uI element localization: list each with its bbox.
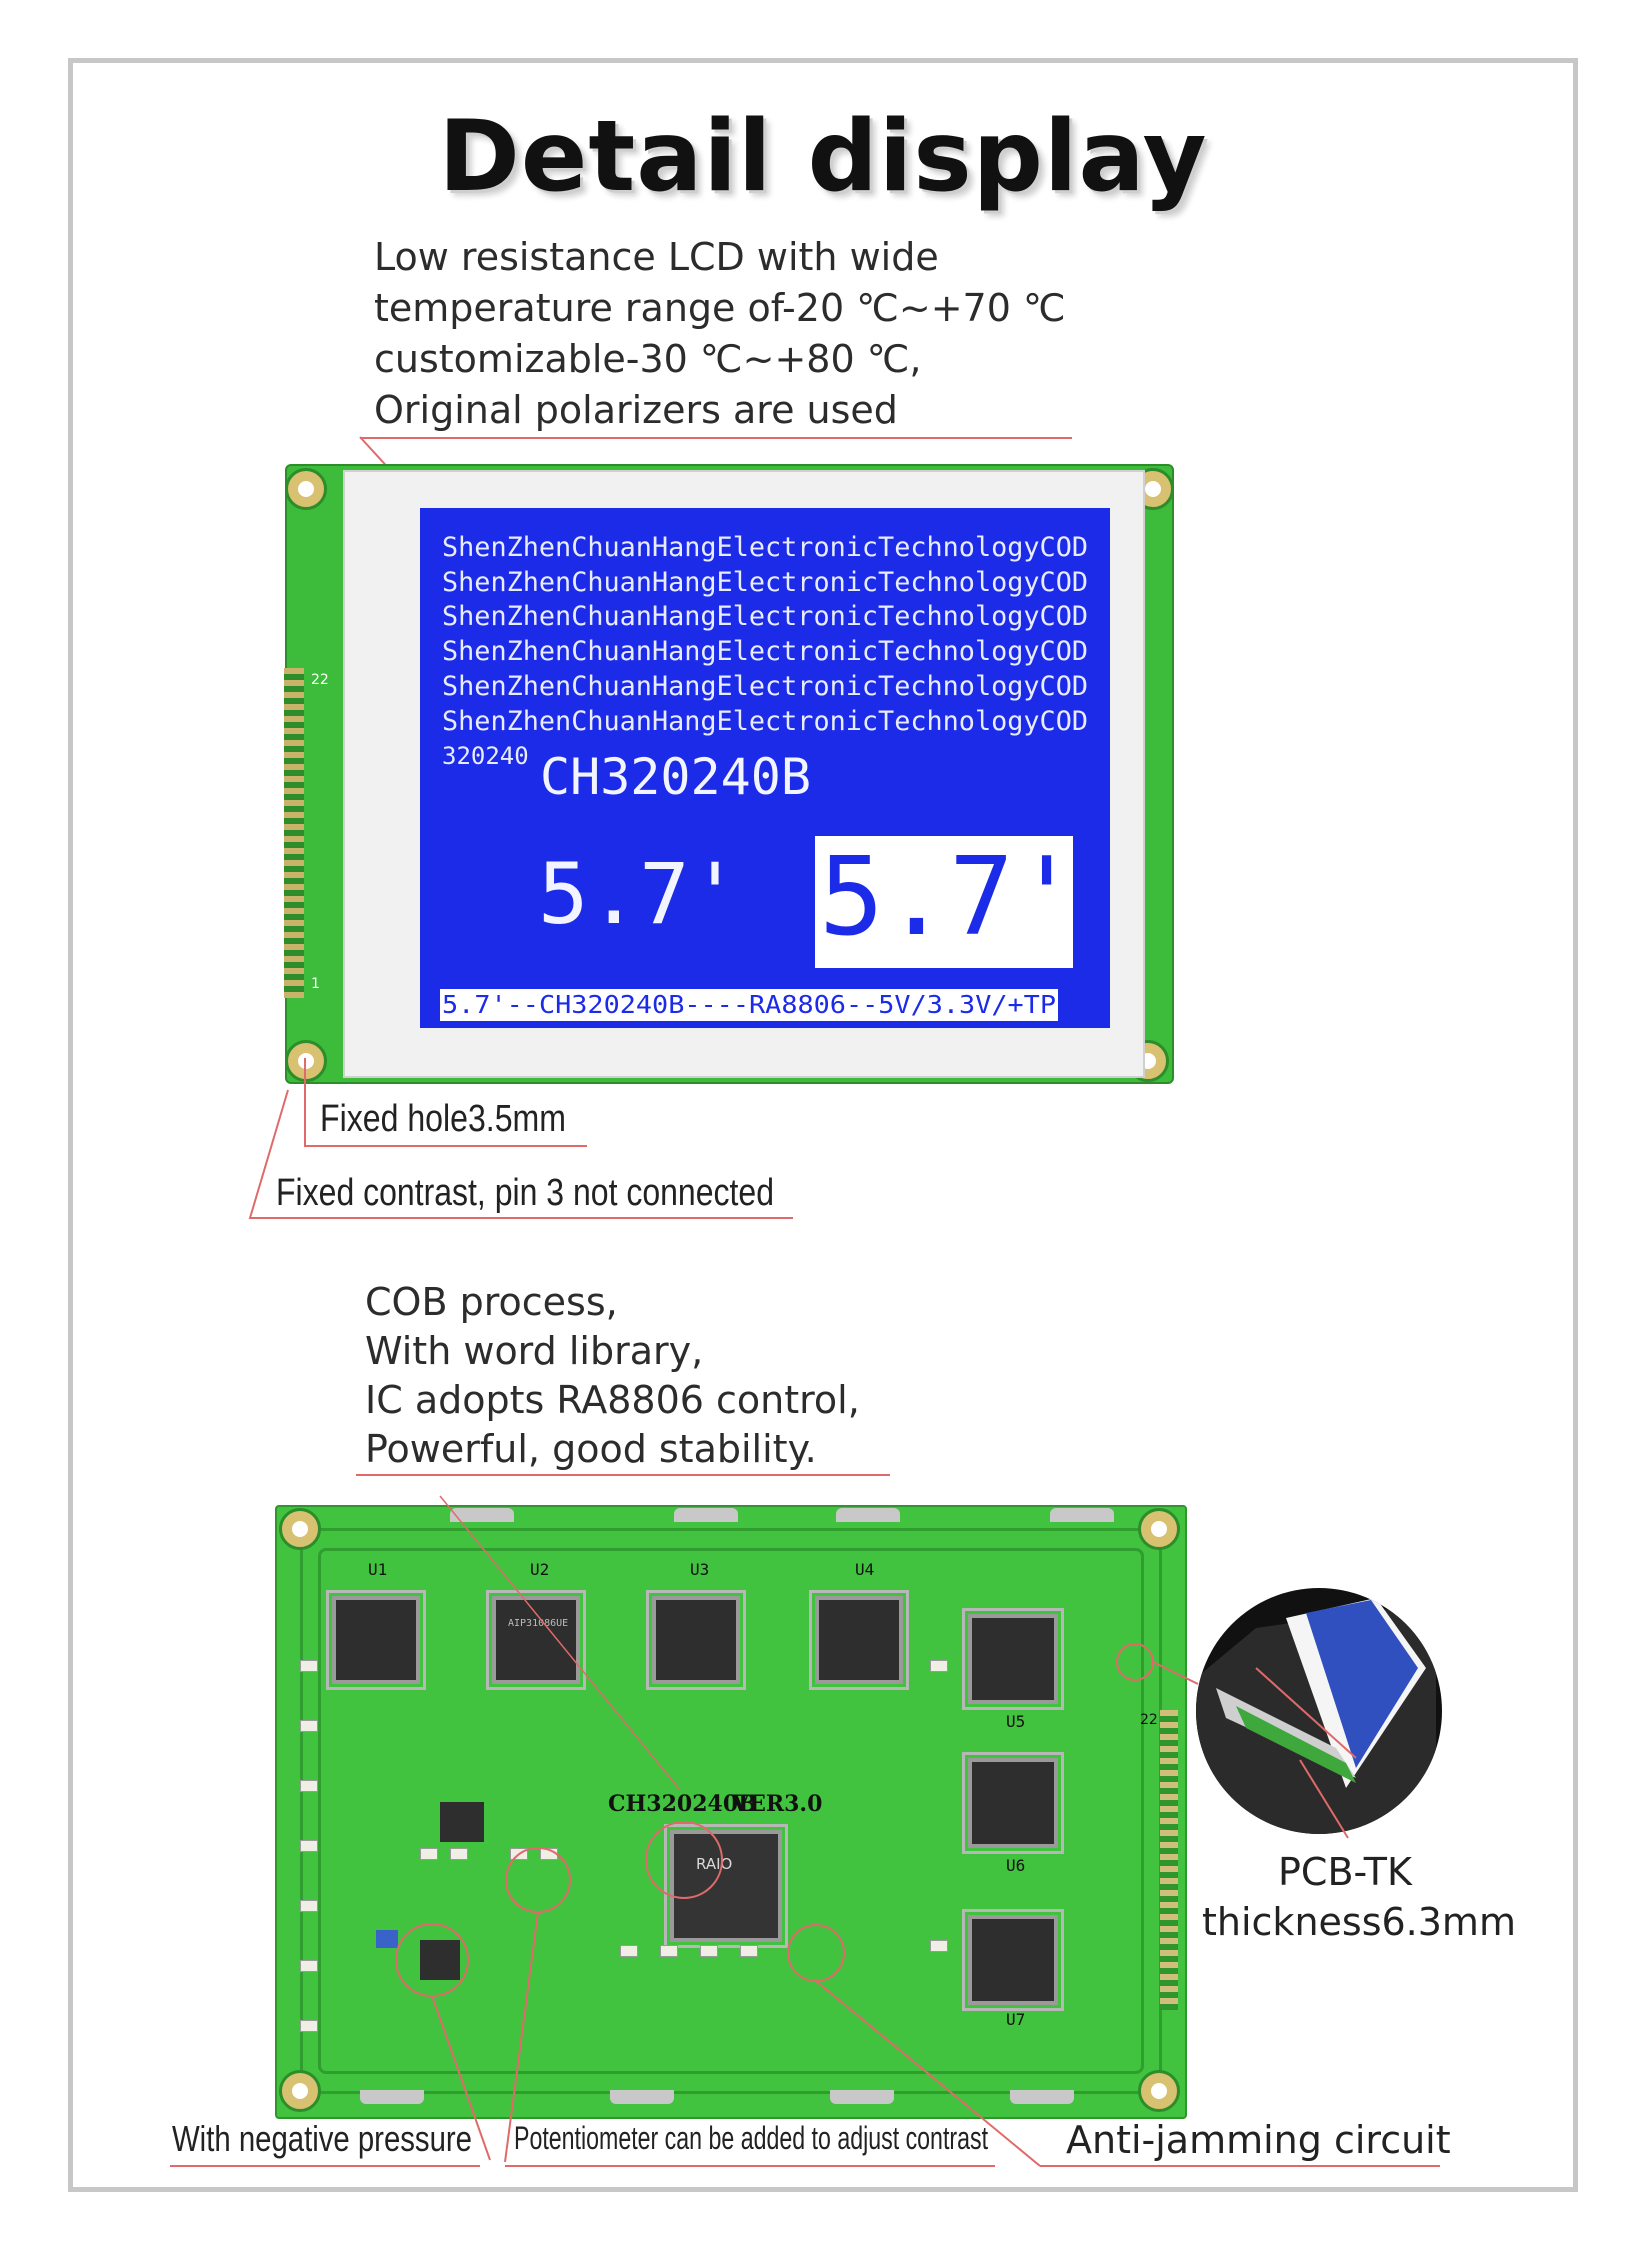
inset-illustration: [1196, 1598, 1436, 1834]
pcb-clip: [450, 1508, 514, 1522]
pcb-thickness-callout: thickness6.3mm: [1202, 1900, 1516, 1944]
mounting-hole: [285, 468, 327, 510]
lcd-resolution-text: 320240: [442, 742, 529, 770]
lcd-text-line: ShenZhenChuanHangElectronicTechnologyCOD: [442, 706, 1088, 737]
driver-chip: [815, 1596, 903, 1684]
fixed-hole-callout: Fixed hole3.5mm: [320, 1098, 566, 1140]
cob-description-line: IC adopts RA8806 control,: [365, 1378, 860, 1422]
driver-chip-label: AIP31086UE: [508, 1618, 569, 1629]
controller-chip-label: RAIO: [696, 1855, 733, 1873]
mounting-hole: [279, 1508, 321, 1550]
smd-component: [450, 1848, 468, 1860]
chip-ref-label: U1: [368, 1560, 388, 1579]
lcd-pin-22-label: 22: [311, 672, 329, 688]
lcd-text-line: ShenZhenChuanHangElectronicTechnologyCOD: [442, 636, 1088, 667]
cob-description-line: With word library,: [365, 1329, 704, 1373]
smd-component: [300, 1840, 318, 1852]
driver-chip: [332, 1596, 420, 1684]
board-model-label: CH320240B: [608, 1791, 757, 1817]
smd-component: [420, 1848, 438, 1860]
smd-component: [930, 1940, 948, 1952]
mounting-hole: [1138, 1508, 1180, 1550]
chip-ref-label: U7: [1006, 2010, 1026, 2029]
smd-component: [300, 2020, 318, 2032]
fixed-contrast-callout: Fixed contrast, pin 3 not connected: [276, 1172, 774, 1214]
lcd-pin-1-label: 1: [311, 976, 320, 992]
driver-chip: [492, 1596, 580, 1684]
lcd-text-line: ShenZhenChuanHangElectronicTechnologyCOD: [442, 601, 1088, 632]
page-frame: [68, 58, 1578, 2192]
lcd-bottom-bar: 5.7'--CH320240B----RA8806--5V/3.3V/+TP: [440, 989, 1058, 1021]
chip-ref-label: U4: [855, 1560, 875, 1579]
cob-description-underline: [356, 1474, 890, 1476]
mounting-hole: [1138, 2070, 1180, 2112]
pcb-thickness-inset: [1196, 1588, 1442, 1834]
board-version-label: VER3.0: [732, 1791, 823, 1817]
negative-pressure-callout: With negative pressure: [172, 2118, 472, 2159]
lcd-description-line: temperature range of-20 ℃~+70 ℃: [374, 286, 1066, 330]
driver-chip: [968, 1614, 1058, 1704]
controller-chip: [670, 1830, 782, 1942]
lcd-description-line: Original polarizers are used: [374, 388, 898, 432]
pcb-clip: [836, 1508, 900, 1522]
description-underline: [360, 437, 1072, 439]
anti-jamming-callout: Anti-jamming circuit: [1066, 2118, 1451, 2162]
smd-component: [300, 1720, 318, 1732]
driver-chip: [968, 1915, 1058, 2005]
chip-ref-label: U5: [1006, 1712, 1026, 1731]
lcd-bottom-bar-text: 5.7'--CH320240B----RA8806--5V/3.3V/+TP: [442, 990, 1056, 1019]
lcd-text-line: ShenZhenChuanHangElectronicTechnologyCOD: [442, 567, 1088, 598]
lcd-model-text: CH320240B: [540, 748, 811, 806]
smd-component: [660, 1945, 678, 1957]
back-pin-22-label: 22: [1140, 1712, 1158, 1728]
driver-chip: [652, 1596, 740, 1684]
pcb-clip: [674, 1508, 738, 1522]
smd-component: [300, 1960, 318, 1972]
small-ic: [420, 1940, 460, 1980]
chip-ref-label: U3: [690, 1560, 710, 1579]
smd-component: [300, 1900, 318, 1912]
lcd-pin-header: [284, 668, 304, 998]
smd-component: [300, 1660, 318, 1672]
lcd-inverted-box: 5.7': [815, 836, 1079, 968]
cob-description-line: Powerful, good stability.: [365, 1427, 817, 1471]
potentiometer-callout: Potentiometer can be added to adjust con…: [514, 2120, 988, 2156]
small-ic: [440, 1802, 484, 1842]
smd-component: [620, 1945, 638, 1957]
mounting-hole: [279, 2070, 321, 2112]
smd-component: [740, 1945, 758, 1957]
potentiometer: [376, 1930, 398, 1948]
lcd-description-line: customizable-30 ℃~+80 ℃,: [374, 337, 922, 381]
lcd-size-text: 5.7': [538, 845, 741, 943]
chip-ref-label: U6: [1006, 1856, 1026, 1875]
page-title: Detail display: [438, 100, 1208, 214]
back-pin-header: [1160, 1710, 1178, 2010]
smd-component: [300, 1780, 318, 1792]
driver-chip: [968, 1758, 1058, 1848]
lcd-text-line: ShenZhenChuanHangElectronicTechnologyCOD: [442, 671, 1088, 702]
lcd-text-line: ShenZhenChuanHangElectronicTechnologyCOD: [442, 532, 1088, 563]
lcd-inverted-size-text: 5.7': [819, 835, 1080, 960]
chip-ref-label: U2: [530, 1560, 550, 1579]
pcb-tk-callout: PCB-TK: [1278, 1850, 1412, 1894]
pcb-clip: [1050, 1508, 1114, 1522]
smd-component: [700, 1945, 718, 1957]
cob-description-line: COB process,: [365, 1280, 618, 1324]
pcb-trace: [318, 1548, 1144, 2074]
lcd-description-line: Low resistance LCD with wide: [374, 235, 939, 279]
cob-description: COB process, With word library, IC adopt…: [365, 1278, 860, 1474]
lcd-description: Low resistance LCD with wide temperature…: [374, 232, 1066, 436]
smd-component: [930, 1660, 948, 1672]
